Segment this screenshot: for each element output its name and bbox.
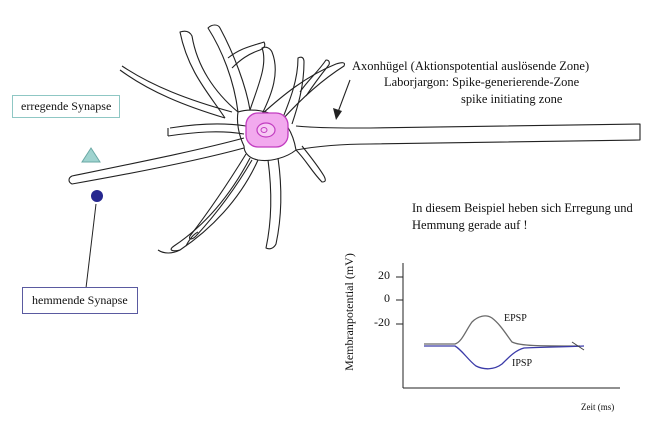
dendrite-bottom-right — [265, 157, 282, 250]
nucleus — [256, 122, 276, 138]
neuron-outline — [68, 24, 641, 254]
dendrite-left-mid — [167, 123, 247, 137]
dendrite-top — [207, 24, 251, 113]
ipsp-label: IPSP — [512, 358, 533, 369]
nucleolus — [260, 127, 268, 133]
inhibitory-synapse-label: hemmende Synapse — [22, 287, 138, 314]
dendrite-top-right — [249, 46, 276, 115]
excitatory-synapse-marker — [81, 147, 101, 163]
axon-hillock-title: Axonhügel (Aktionspotential auslösende Z… — [352, 59, 590, 73]
dendrite-long-left — [68, 137, 245, 185]
dendrite-left-small — [119, 65, 233, 119]
dendrite-bottom-mid — [170, 157, 259, 252]
ytick-label-0: 0 — [384, 291, 390, 305]
baseline-right — [571, 341, 585, 351]
dendrite-bottom-tip — [157, 231, 199, 254]
dendrite-upper-left — [179, 30, 239, 119]
graph-axes — [396, 263, 620, 389]
inhibitory-synapse-marker — [91, 190, 103, 202]
dendrite-right-lower — [295, 145, 326, 183]
excitatory-synapse-label: erregende Synapse — [12, 95, 121, 118]
axon — [295, 123, 641, 151]
ipsp-trace — [424, 345, 585, 370]
axon-hillock-english: spike initiating zone — [461, 92, 563, 106]
epsp-trace — [424, 315, 581, 347]
axon-hillock-jargon: Laborjargon: Spike-generierende-Zone — [384, 75, 580, 89]
dendrite-right-branch — [299, 59, 330, 97]
dendrite-top-mid — [281, 56, 305, 125]
epsp-label: EPSP — [504, 313, 527, 324]
ytick-label-20: 20 — [378, 268, 390, 282]
axon-hillock-arrow-head — [333, 108, 342, 120]
graph-x-label: Zeit (ms) — [581, 402, 615, 412]
axon-hillock-arrow-shaft — [337, 79, 351, 113]
ytick-label-minus20: -20 — [374, 315, 390, 329]
inhibitory-leader-line — [85, 203, 97, 289]
note-line-1: In diesem Beispiel heben sich Erregung u… — [412, 201, 633, 215]
note-line-2: Hemmung gerade auf ! — [412, 218, 528, 232]
